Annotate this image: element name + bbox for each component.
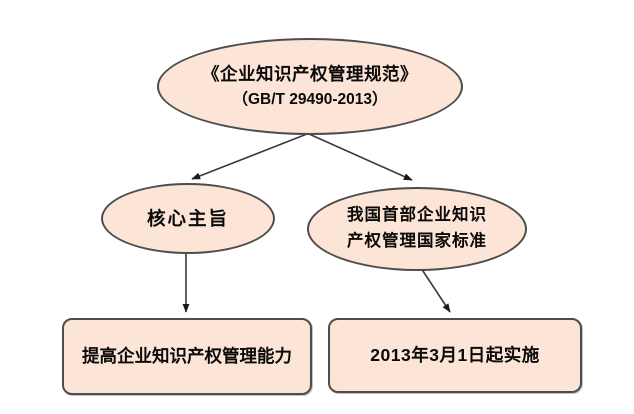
implementation-date-box: 2013年3月1日起实施 xyxy=(328,318,582,393)
national-standard-ellipse: 我国首部企业知识 产权管理国家标准 xyxy=(307,187,527,271)
improve-capability-label: 提高企业知识产权管理能力 xyxy=(82,346,292,367)
arrow-national-standard-to-implementation-date xyxy=(420,267,451,313)
root-standard-code: （GB/T 29490-2013） xyxy=(232,91,388,109)
core-theme-ellipse: 核心主旨 xyxy=(101,183,275,254)
improve-capability-box: 提高企业知识产权管理能力 xyxy=(62,318,312,395)
core-theme-label: 核心主旨 xyxy=(146,207,229,229)
implementation-date-label: 2013年3月1日起实施 xyxy=(370,345,540,366)
national-standard-line-1: 我国首部企业知识 xyxy=(347,206,487,225)
arrow-root-to-core-theme xyxy=(191,133,308,180)
arrow-root-to-national-standard xyxy=(308,133,413,181)
national-standard-line-2: 产权管理国家标准 xyxy=(347,232,487,250)
root-standard-title: 《企业知识产权管理规范》 xyxy=(202,63,418,84)
root-standard-ellipse: 《企业知识产权管理规范》 （GB/T 29490-2013） xyxy=(157,38,463,135)
